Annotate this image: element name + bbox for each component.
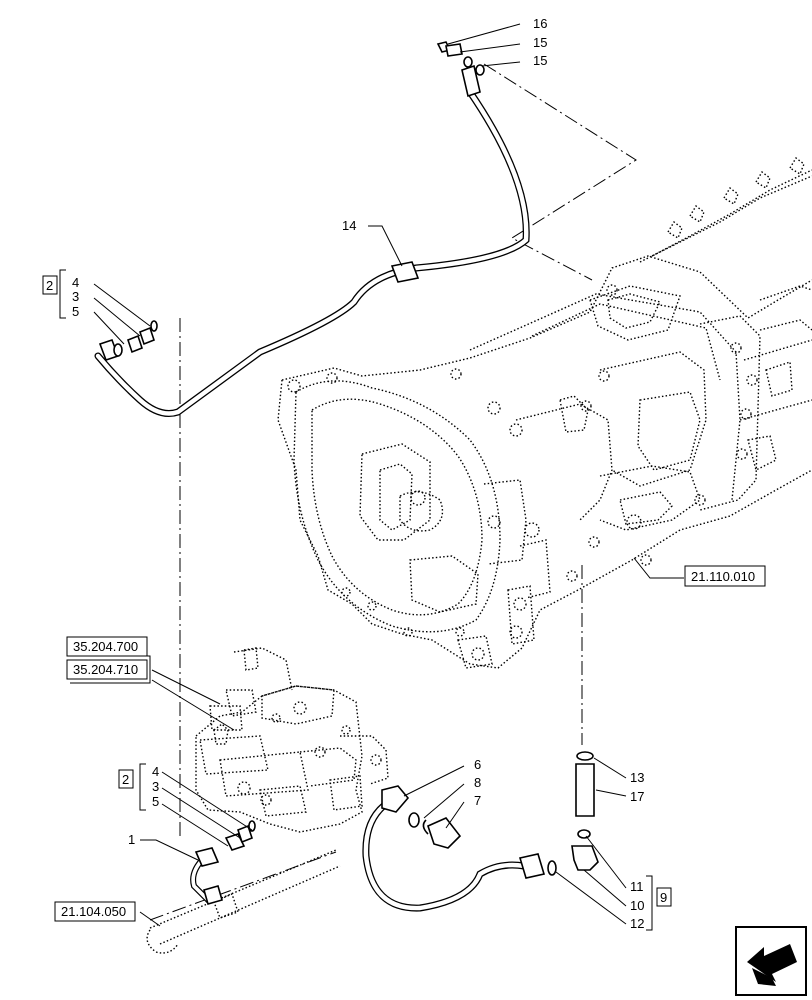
label-1: 1 bbox=[128, 832, 135, 847]
lower-pipe bbox=[362, 751, 599, 912]
label-15-a: 15 bbox=[533, 35, 547, 50]
ref-box-35204700 bbox=[66, 636, 148, 657]
label-5-upper: 5 bbox=[72, 304, 79, 319]
label-15-b: 15 bbox=[533, 53, 547, 68]
pipe-14 bbox=[94, 64, 530, 417]
fittings-16-15 bbox=[436, 41, 485, 76]
ref-21110010: 21.110.010 bbox=[691, 569, 755, 584]
ref-box-21110010 bbox=[684, 565, 766, 587]
reference-boxes: 21.110.010 35.204.700 35.204.710 21.104.… bbox=[54, 565, 766, 922]
assembly-lines bbox=[149, 63, 637, 921]
label-3-lower: 3 bbox=[152, 779, 159, 794]
label-10: 10 bbox=[630, 898, 644, 913]
ref-35204700: 35.204.700 bbox=[73, 639, 138, 654]
label-3-upper: 3 bbox=[72, 289, 79, 304]
group-box-2-lower bbox=[118, 769, 134, 789]
label-13: 13 bbox=[630, 770, 644, 785]
label-8: 8 bbox=[474, 775, 481, 790]
shaft bbox=[146, 849, 341, 954]
ref-21104050: 21.104.050 bbox=[61, 904, 126, 919]
label-6: 6 bbox=[474, 757, 481, 772]
label-7: 7 bbox=[474, 793, 481, 808]
label-4-upper: 4 bbox=[72, 275, 79, 290]
label-17: 17 bbox=[630, 789, 644, 804]
ref-35204710: 35.204.710 bbox=[73, 662, 138, 677]
ref-box-21104050 bbox=[54, 901, 136, 922]
label-4-lower: 4 bbox=[152, 764, 159, 779]
label-12: 12 bbox=[630, 916, 644, 931]
group-box-9 bbox=[656, 887, 672, 907]
control-valve-block bbox=[195, 647, 389, 833]
leader-lines bbox=[93, 23, 684, 927]
label-14: 14 bbox=[342, 218, 356, 233]
group-label-2-lower: 2 bbox=[122, 772, 129, 787]
group-box-2-upper bbox=[42, 275, 58, 295]
label-16: 16 bbox=[533, 16, 547, 31]
arrow-icon[interactable] bbox=[735, 926, 807, 996]
ref-box-35204710 bbox=[66, 659, 148, 680]
fittings-4-3-5-upper bbox=[113, 320, 158, 357]
group-label-2-upper: 2 bbox=[46, 278, 53, 293]
label-5-lower: 5 bbox=[152, 794, 159, 809]
label-11: 11 bbox=[630, 879, 644, 894]
group-label-9: 9 bbox=[660, 890, 667, 905]
part-labels: 16 15 15 14 2 4 3 5 6 8 7 2 4 3 5 1 13 1… bbox=[42, 16, 672, 931]
fittings-4-3-5-lower bbox=[190, 820, 256, 905]
transmission-housing bbox=[277, 156, 812, 669]
